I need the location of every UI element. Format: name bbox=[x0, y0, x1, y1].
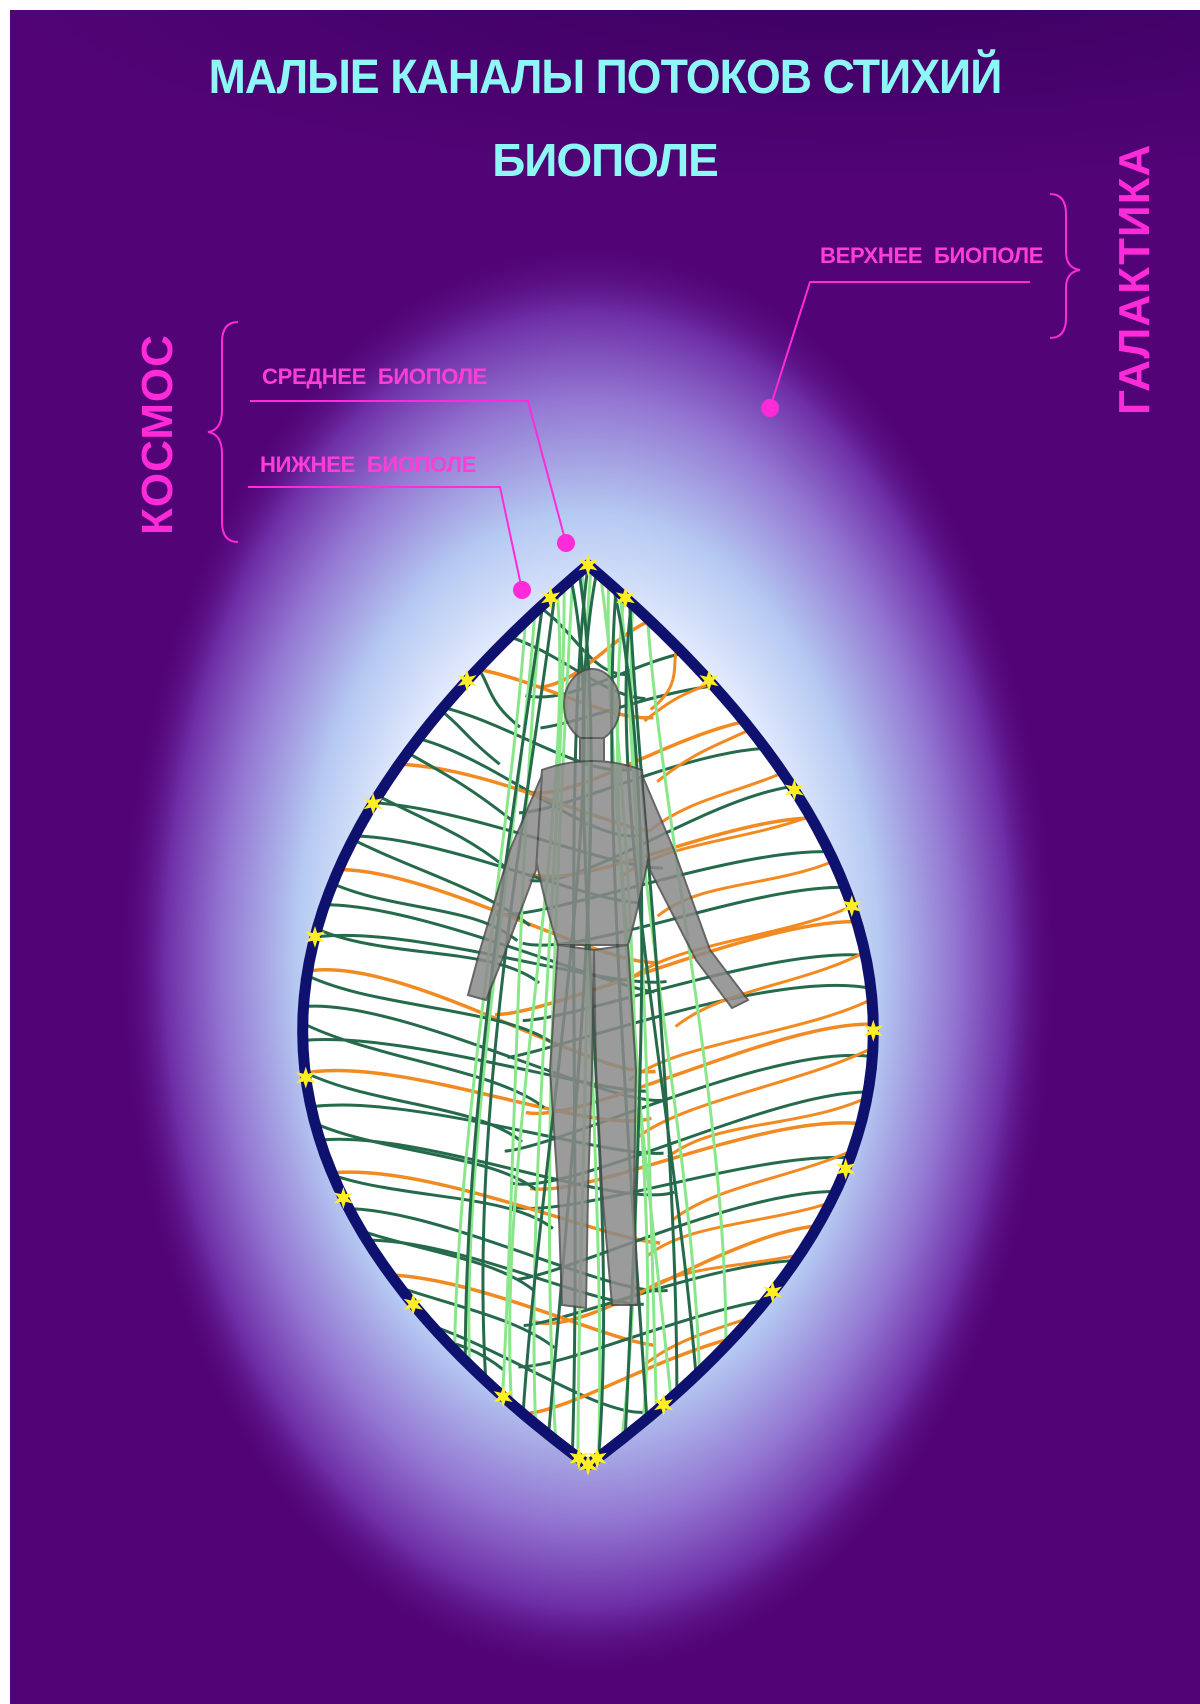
upper-callout-dot bbox=[761, 399, 779, 417]
galaktika-label: ГАЛАКТИКА bbox=[1110, 144, 1160, 415]
figure-head bbox=[564, 669, 620, 741]
right-brace bbox=[1050, 194, 1080, 338]
middle-biofield-label: СРЕДНЕЕ БИОПОЛЕ bbox=[262, 364, 487, 390]
kosmos-label: КОСМОС bbox=[133, 334, 183, 535]
upper-biofield-label: ВЕРХНЕЕ БИОПОЛЕ bbox=[820, 243, 1043, 269]
poster-canvas: МАЛЫЕ КАНАЛЫ ПОТОКОВ СТИХИЙ БИОПОЛЕ КОСМ… bbox=[10, 10, 1200, 1704]
lower-biofield-label: НИЖНЕЕ БИОПОЛЕ bbox=[260, 452, 476, 478]
lower-callout-dot bbox=[513, 581, 531, 599]
poster-title: МАЛЫЕ КАНАЛЫ ПОТОКОВ СТИХИЙ bbox=[52, 50, 1159, 105]
figure-torso bbox=[534, 761, 650, 945]
poster-subtitle: БИОПОЛЕ bbox=[10, 133, 1200, 187]
middle-callout-dot bbox=[557, 534, 575, 552]
